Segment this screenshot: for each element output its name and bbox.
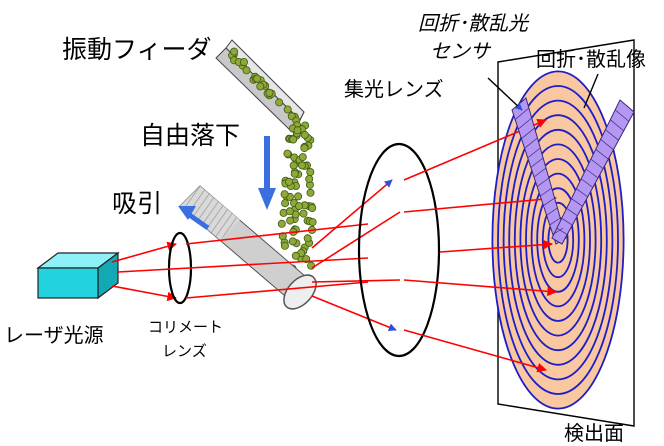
laser-beams-input — [111, 241, 177, 302]
label-collimator-line2: レンズ — [162, 342, 207, 360]
particle — [242, 66, 251, 75]
sensor-element — [540, 187, 552, 197]
sensor-wedge-left — [511, 97, 567, 245]
particle — [291, 251, 300, 260]
vibration-feeder — [215, 39, 305, 133]
sensor-element — [536, 177, 550, 187]
sensor-element — [556, 227, 568, 235]
sensor-wedges — [511, 97, 635, 245]
label-collimator-line1: コリメート — [148, 318, 223, 336]
sensor-element — [605, 129, 619, 141]
sensor-element — [524, 137, 538, 149]
suction-tube — [179, 185, 317, 310]
sensor-element — [546, 207, 558, 216]
particle — [295, 202, 304, 211]
label-diffraction-image: 回折･散乱像 — [536, 47, 646, 71]
callout-lines — [487, 73, 599, 111]
sensor-element — [518, 117, 532, 130]
sensor-element — [610, 119, 624, 132]
sensor-element — [549, 217, 561, 226]
sensor-element — [595, 149, 609, 160]
sensor-element — [614, 109, 630, 122]
particle — [290, 169, 299, 178]
particle — [293, 126, 302, 135]
feeder-particles — [228, 47, 301, 125]
particle — [285, 207, 294, 216]
laser-beams-scattered — [311, 179, 401, 332]
particle — [265, 88, 274, 97]
particle — [281, 199, 290, 208]
sensor-element — [600, 139, 614, 150]
particle — [277, 219, 286, 228]
particle — [308, 203, 317, 212]
particle — [283, 105, 292, 114]
particle — [299, 209, 308, 218]
sensor-element — [543, 197, 555, 206]
sensor-element — [590, 158, 604, 169]
particle — [305, 174, 314, 183]
sensor-element — [533, 167, 547, 178]
particle — [300, 144, 309, 153]
label-sensor-line1: 回折･散乱光 — [418, 11, 530, 35]
label-suction: 吸引 — [112, 189, 162, 218]
particle — [289, 135, 298, 144]
sensor-element — [580, 178, 594, 188]
condenser-lens — [357, 142, 441, 358]
sensor-element — [521, 127, 535, 139]
label-vibration-feeder: 振動フィーダ — [62, 35, 212, 64]
label-detector-plane: 検出面 — [564, 421, 624, 445]
particle — [288, 237, 297, 246]
label-condenser-lens: 集光レンズ — [344, 77, 444, 101]
label-sensor-line2: センサ — [430, 39, 492, 63]
particle — [285, 177, 294, 186]
particle — [253, 74, 262, 83]
particle — [286, 216, 295, 225]
particle — [289, 161, 298, 170]
particle — [275, 98, 284, 107]
particle — [308, 218, 317, 227]
free-fall-arrow — [258, 136, 276, 210]
particle — [283, 149, 292, 158]
particle — [307, 261, 316, 270]
particle — [294, 192, 303, 201]
suction-arrow — [178, 206, 210, 231]
label-laser-source: レーザ光源 — [4, 323, 104, 347]
particle — [303, 234, 312, 243]
particle — [306, 167, 315, 176]
sensor-element — [561, 218, 573, 226]
particle — [298, 153, 307, 162]
sensor-element — [514, 107, 530, 120]
particle — [280, 241, 289, 250]
laser-source-box — [36, 251, 120, 300]
sensor-element — [576, 188, 588, 198]
particle — [230, 47, 239, 56]
particle — [256, 82, 265, 91]
particle — [306, 188, 315, 197]
label-free-fall: 自由落下 — [140, 121, 240, 150]
sensor-element — [552, 227, 564, 235]
sensor-element — [585, 168, 599, 179]
particle — [297, 161, 306, 170]
particle — [239, 58, 248, 67]
sensor-element — [530, 157, 544, 168]
sensor-element — [566, 208, 578, 216]
sensor-element — [527, 147, 541, 159]
particle — [300, 130, 309, 139]
particle — [280, 190, 289, 199]
sensor-element — [571, 198, 583, 207]
laser-beams-collimated — [117, 223, 369, 299]
